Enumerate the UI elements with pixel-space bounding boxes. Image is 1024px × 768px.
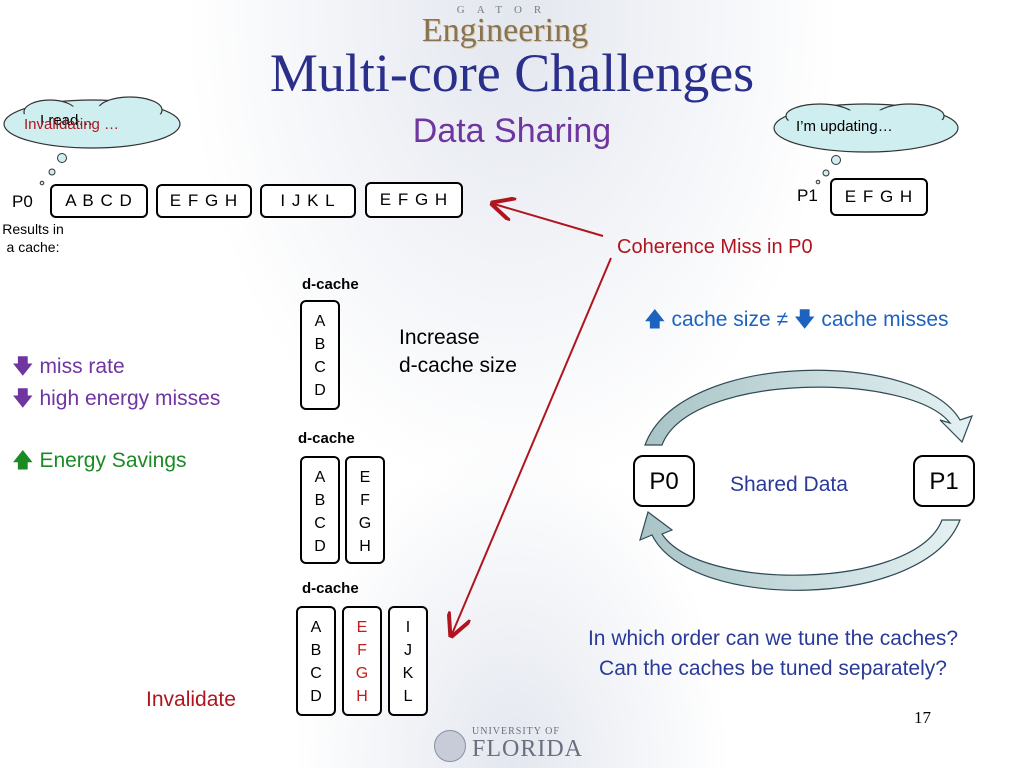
dcache-label-1: d-cache	[302, 276, 359, 293]
arrow-up-icon: 🡅	[644, 308, 666, 331]
p1-label: P1	[797, 186, 818, 205]
p0-label: P0	[12, 192, 33, 211]
slide-title: Multi-core Challenges	[269, 43, 755, 103]
arrow-to-p0-row	[494, 204, 604, 237]
cache-size-note: 🡅 cache size ≠ 🡇 cache misses	[644, 308, 949, 331]
diagram-p0-box: P0	[633, 455, 695, 507]
cloud-right-text: I’m updating…	[796, 118, 893, 135]
arrow-down-icon: 🡇	[12, 387, 34, 410]
university-logo: UNIVERSITY OF FLORIDA	[434, 726, 584, 766]
invalidate-label: Invalidate	[146, 688, 236, 711]
p0-box-1: A B C D	[50, 184, 148, 218]
arrow-down-icon: 🡇	[793, 308, 816, 331]
p0-box-2: E F G H	[156, 184, 252, 218]
thought-cloud-right	[773, 103, 959, 185]
p0-box-3: I J K L	[260, 184, 356, 218]
high-energy-note: 🡇 high energy misses	[12, 387, 221, 410]
cloud-left-text-read: I read…	[40, 112, 94, 129]
engineering-logo: GATOR Engineering	[420, 4, 590, 56]
diagram-p1-box: P1	[913, 455, 975, 507]
questions-block: In which order can we tune the caches? C…	[520, 624, 1024, 684]
dcache-label-2: d-cache	[298, 430, 355, 447]
shared-data-label: Shared Data	[730, 473, 848, 496]
coherence-miss-label: Coherence Miss in P0	[617, 236, 813, 258]
results-label: Results in a cache:	[2, 221, 64, 255]
footer-university-big: FLORIDA	[472, 736, 584, 762]
slide-subtitle: Data Sharing	[412, 112, 612, 150]
increase-line2: d-cache size	[399, 354, 517, 377]
energy-savings-note: 🡅 Energy Savings	[12, 449, 187, 472]
question-separate: Can the caches be tuned separately?	[599, 657, 947, 680]
increase-note: Increase d-cache size	[399, 324, 517, 380]
seal-icon	[434, 730, 466, 762]
footer-university-small: UNIVERSITY OF	[472, 726, 560, 737]
arrow-to-cache3	[452, 257, 612, 634]
arrow-down-icon: 🡇	[12, 355, 34, 378]
page-number: 17	[914, 708, 931, 727]
thought-cloud-left	[3, 96, 181, 186]
p0-box-4: E F G H	[365, 182, 463, 218]
cycle-arrows	[639, 369, 974, 591]
p1-box: E F G H	[830, 178, 928, 216]
logo-engineering-text: Engineering	[421, 12, 589, 49]
miss-rate-note: 🡇 miss rate	[12, 355, 125, 378]
arrow-up-icon: 🡅	[12, 449, 34, 472]
logo-gator-text: GATOR	[456, 4, 554, 16]
question-order: In which order can we tune the caches?	[587, 627, 959, 650]
dcache-label-3: d-cache	[302, 580, 359, 597]
increase-line1: Increase	[399, 326, 480, 349]
cloud-left-text-invalidating: Invalidating …	[24, 116, 120, 133]
